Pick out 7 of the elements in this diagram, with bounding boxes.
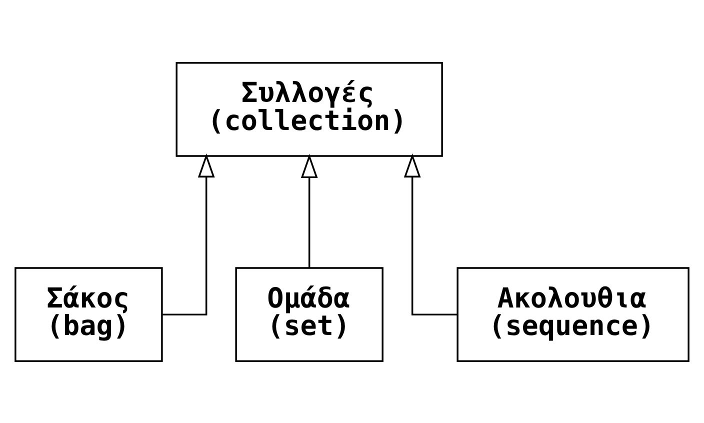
arrow: [404, 152, 458, 315]
arrow: [162, 152, 215, 315]
arrow: [300, 153, 318, 268]
node-box: Σάκος (bag): [14, 266, 163, 362]
node-box: Ακολουθια (sequence): [456, 266, 690, 362]
node-box: Ομάδα (set): [235, 266, 384, 362]
node-box: Συλλογές (collection): [176, 62, 443, 156]
